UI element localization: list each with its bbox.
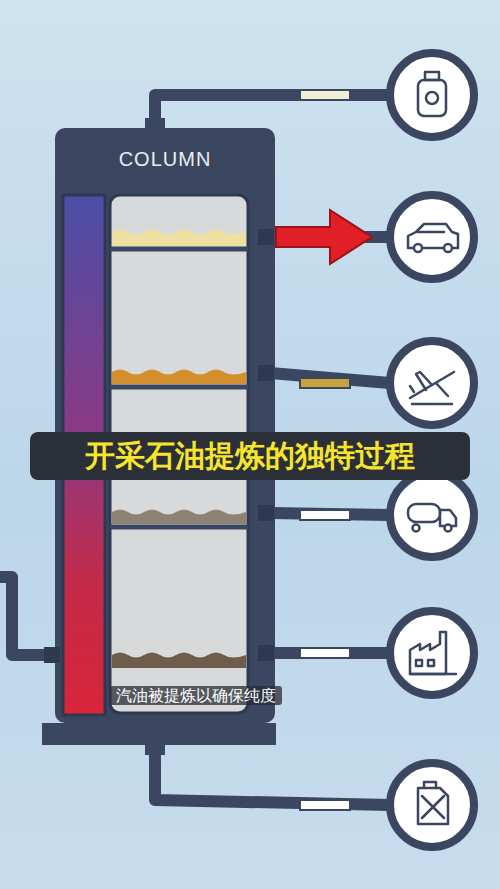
caption-text: 汽油被提炼以确保纯度 <box>110 686 282 705</box>
caption-subtitle: 汽油被提炼以确保纯度 <box>110 684 400 708</box>
column-label: COLUMN <box>55 148 275 171</box>
title-text: 开采石油提炼的独特过程 <box>36 438 464 474</box>
distillation-column: COLUMN <box>55 128 275 723</box>
title-band: 开采石油提炼的独特过程 <box>30 432 470 480</box>
